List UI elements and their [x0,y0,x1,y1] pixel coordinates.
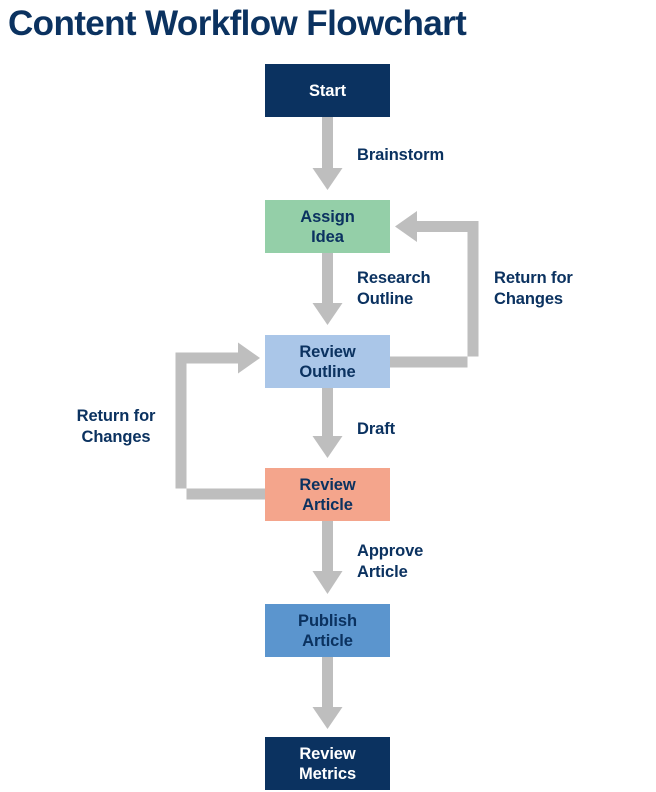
edge-label-return-for-changes-left: Return for Changes [76,407,156,446]
node-review-article-label: Review Article [299,475,356,514]
edge-review-outline-to-review-article [312,388,343,458]
node-review-outline-label: Review Outline [299,342,356,381]
node-review-metrics-label: Review Metrics [298,744,357,783]
node-review-outline[interactable]: Review Outline [265,335,390,388]
node-review-metrics[interactable]: Review Metrics [265,737,390,790]
node-start[interactable]: Start [265,64,390,117]
node-assign-idea-label: Assign Idea [300,207,355,246]
page-title: Content Workflow Flowchart [8,4,467,43]
edge-publish-article-to-review-metrics [312,657,343,729]
edge-label-draft: Draft [357,420,396,438]
node-publish-article-label: Publish Article [298,611,357,650]
edge-label-return-for-changes-right: Return for Changes [494,269,573,308]
edge-assign-idea-to-review-outline [312,253,343,325]
node-publish-article[interactable]: Publish Article [265,604,390,657]
node-assign-idea[interactable]: Assign Idea [265,200,390,253]
edge-label-brainstorm: Brainstorm [357,146,445,164]
edge-review-outline-to-assign-idea [390,211,479,368]
node-start-label: Start [308,81,347,100]
edge-label-research-outline: Research Outline [357,269,431,308]
edge-review-article-to-publish-article [312,521,343,594]
node-review-article[interactable]: Review Article [265,468,390,521]
edge-label-approve-article: Approve Article [357,542,424,581]
edge-review-article-to-review-outline [175,342,265,500]
edge-start-to-assign-idea [312,117,343,190]
